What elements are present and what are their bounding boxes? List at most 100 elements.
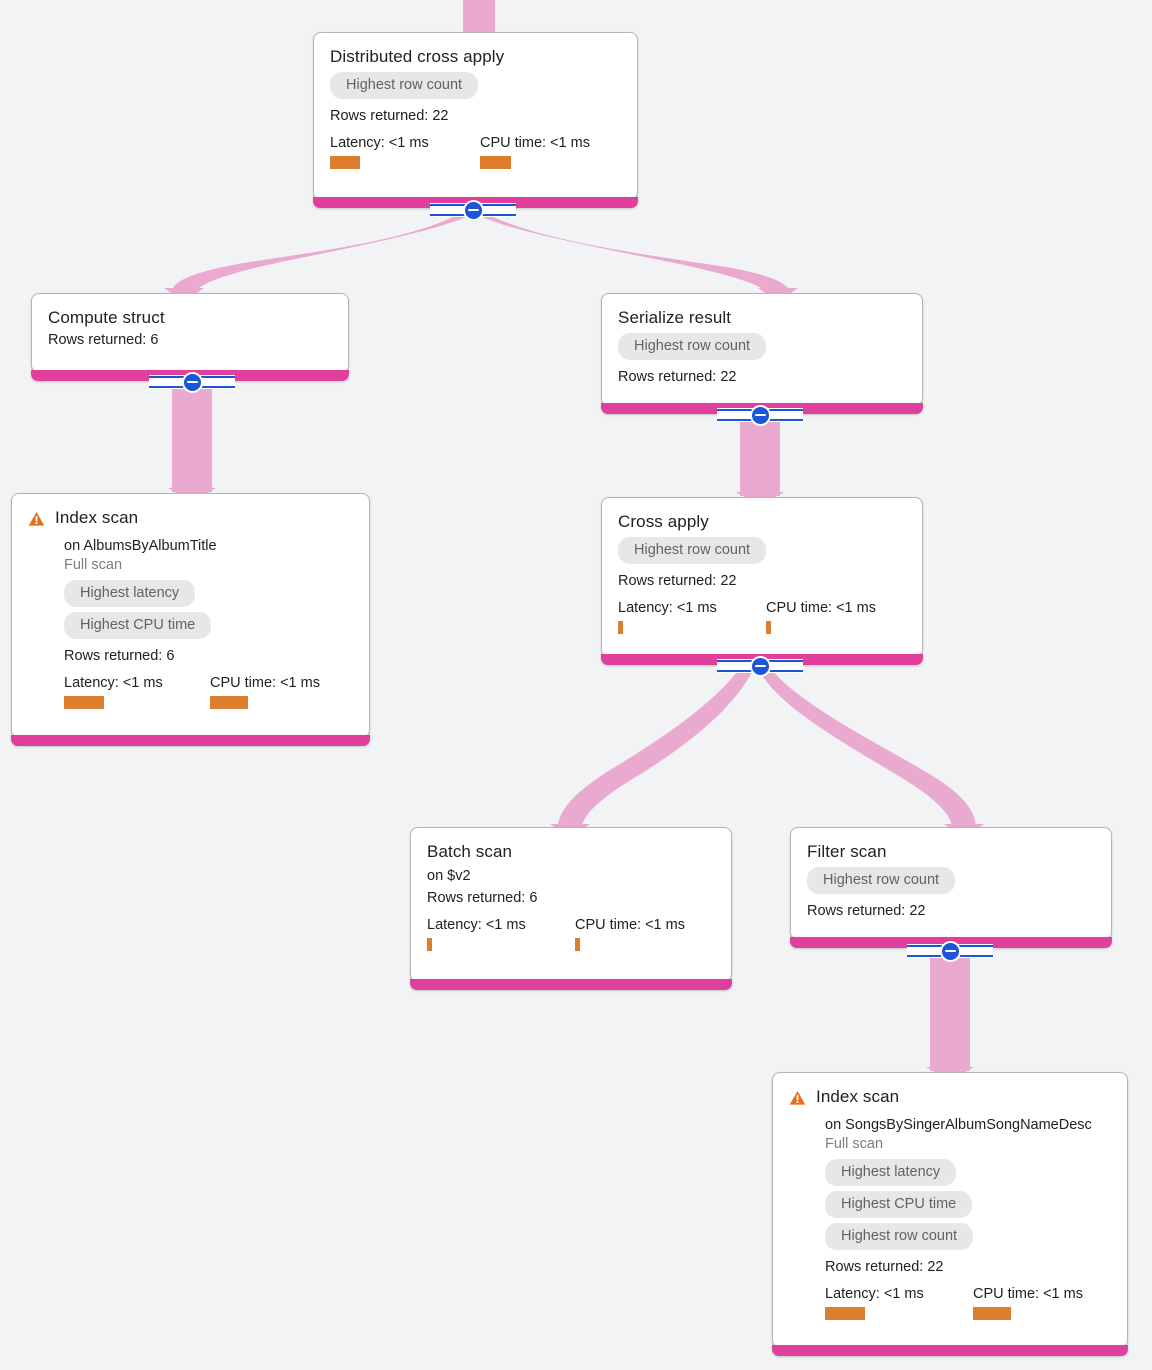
collapse-toggle-serialize-result[interactable] — [717, 404, 803, 426]
plan-node-cross-apply[interactable]: Cross apply Highest row count Rows retur… — [601, 497, 923, 665]
latency-bar — [618, 621, 623, 634]
collapse-toggle-cross-apply[interactable] — [717, 655, 803, 677]
node-header: Batch scan — [427, 842, 715, 862]
latency-bar — [427, 938, 432, 951]
collapse-toggle-filter-scan[interactable] — [907, 940, 993, 962]
badge-row: Highest CPU time — [64, 612, 353, 644]
latency-metric: Latency: <1 ms — [825, 1286, 973, 1320]
scan-target: on $v2 — [427, 868, 471, 884]
node-body: Highest row count Rows returned: 22 Late… — [330, 72, 621, 169]
minus-icon[interactable] — [749, 404, 771, 426]
plan-node-batch-scan[interactable]: Batch scan on $v2 Rows returned: 6 Laten… — [410, 827, 732, 990]
status-badge: Highest CPU time — [64, 612, 212, 639]
latency-metric: Latency: <1 ms — [64, 675, 210, 709]
node-header: Cross apply — [618, 512, 906, 532]
node-title: Filter scan — [807, 842, 887, 861]
node-badges: Highest row count — [618, 333, 906, 365]
minus-icon[interactable] — [749, 655, 771, 677]
collapse-toggle-compute-struct[interactable] — [149, 371, 235, 393]
status-badge: Highest row count — [807, 867, 956, 894]
node-header: Filter scan — [807, 842, 1095, 862]
status-badge: Highest row count — [330, 72, 479, 99]
minus-icon[interactable] — [181, 371, 203, 393]
node-header: Index scan — [28, 508, 353, 532]
status-badge: Highest latency — [64, 580, 196, 607]
node-metrics: Latency: <1 ms CPU time: <1 ms — [618, 600, 906, 634]
node-badges: Highest row count — [330, 72, 621, 104]
latency-label: Latency: <1 ms — [64, 675, 163, 691]
plan-node-distributed-cross-apply[interactable]: Distributed cross apply Highest row coun… — [313, 32, 638, 208]
plan-node-index-scan-albums[interactable]: Index scan on AlbumsByAlbumTitle Full sc… — [11, 493, 370, 746]
badge-row: Highest row count — [825, 1223, 1111, 1255]
warning-icon — [789, 1090, 806, 1111]
node-header: Distributed cross apply — [330, 47, 621, 67]
cpu-bar — [210, 696, 248, 709]
latency-label: Latency: <1 ms — [330, 135, 429, 151]
cpu-metric: CPU time: <1 ms — [973, 1286, 1083, 1320]
cpu-label: CPU time: <1 ms — [210, 675, 320, 691]
cpu-bar — [766, 621, 771, 634]
cpu-metric: CPU time: <1 ms — [210, 675, 320, 709]
minus-icon[interactable] — [462, 199, 484, 221]
node-body: on SongsBySingerAlbumSongNameDesc Full s… — [789, 1116, 1111, 1320]
minus-icon[interactable] — [939, 940, 961, 962]
node-title: Serialize result — [618, 308, 732, 327]
cpu-bar — [480, 156, 511, 169]
cpu-bar — [973, 1307, 1011, 1320]
status-badge: Highest row count — [618, 333, 767, 360]
node-body: on AlbumsByAlbumTitle Full scan Highest … — [28, 537, 353, 709]
node-badges: Highest latency Highest CPU time Highest… — [825, 1159, 1111, 1255]
node-body: on $v2 Rows returned: 6 Latency: <1 ms C… — [427, 867, 715, 951]
node-accent-bar — [410, 979, 732, 990]
latency-metric: Latency: <1 ms — [618, 600, 766, 634]
node-body: Highest row count Rows returned: 22 Late… — [618, 537, 906, 634]
latency-label: Latency: <1 ms — [825, 1286, 924, 1302]
rows-returned: Rows returned: 22 — [330, 108, 449, 124]
node-body: Rows returned: 6 — [48, 331, 332, 350]
collapse-toggle-distributed-cross-apply[interactable] — [430, 199, 516, 221]
cpu-label: CPU time: <1 ms — [575, 917, 685, 933]
node-badges: Highest row count — [807, 867, 1095, 899]
node-title: Distributed cross apply — [330, 47, 505, 66]
rows-returned: Rows returned: 6 — [427, 890, 538, 906]
latency-label: Latency: <1 ms — [618, 600, 717, 616]
node-badges: Highest latency Highest CPU time — [64, 580, 353, 644]
rows-returned: Rows returned: 22 — [618, 573, 737, 589]
badge-row: Highest CPU time — [825, 1191, 1111, 1223]
status-badge: Highest row count — [618, 537, 767, 564]
node-body: Highest row count Rows returned: 22 — [618, 333, 906, 387]
node-title: Cross apply — [618, 512, 709, 531]
plan-node-serialize-result[interactable]: Serialize result Highest row count Rows … — [601, 293, 923, 414]
rows-returned: Rows returned: 22 — [807, 903, 926, 919]
cpu-metric: CPU time: <1 ms — [480, 135, 590, 169]
latency-bar — [825, 1307, 865, 1320]
warning-icon — [28, 511, 45, 532]
node-metrics: Latency: <1 ms CPU time: <1 ms — [64, 675, 353, 709]
rows-returned: Rows returned: 6 — [48, 332, 159, 348]
node-title: Batch scan — [427, 842, 513, 861]
node-accent-bar — [11, 735, 370, 746]
latency-bar — [64, 696, 104, 709]
plan-node-compute-struct[interactable]: Compute struct Rows returned: 6 — [31, 293, 349, 381]
rows-returned: Rows returned: 6 — [64, 648, 175, 664]
plan-node-filter-scan[interactable]: Filter scan Highest row count Rows retur… — [790, 827, 1112, 948]
node-body: Highest row count Rows returned: 22 — [807, 867, 1095, 921]
badge-row: Highest latency — [64, 580, 353, 612]
plan-node-index-scan-songs[interactable]: Index scan on SongsBySingerAlbumSongName… — [772, 1072, 1128, 1356]
node-title: Compute struct — [48, 308, 165, 327]
node-metrics: Latency: <1 ms CPU time: <1 ms — [330, 135, 621, 169]
latency-bar — [330, 156, 360, 169]
cpu-metric: CPU time: <1 ms — [766, 600, 876, 634]
node-accent-bar — [772, 1345, 1128, 1356]
node-header: Index scan — [789, 1087, 1111, 1111]
latency-metric: Latency: <1 ms — [330, 135, 480, 169]
cpu-metric: CPU time: <1 ms — [575, 917, 685, 951]
status-badge: Highest CPU time — [825, 1191, 973, 1218]
cpu-label: CPU time: <1 ms — [480, 135, 590, 151]
latency-metric: Latency: <1 ms — [427, 917, 575, 951]
status-badge: Highest latency — [825, 1159, 957, 1186]
node-header: Serialize result — [618, 308, 906, 328]
cpu-label: CPU time: <1 ms — [973, 1286, 1083, 1302]
status-badge: Highest row count — [825, 1223, 974, 1250]
